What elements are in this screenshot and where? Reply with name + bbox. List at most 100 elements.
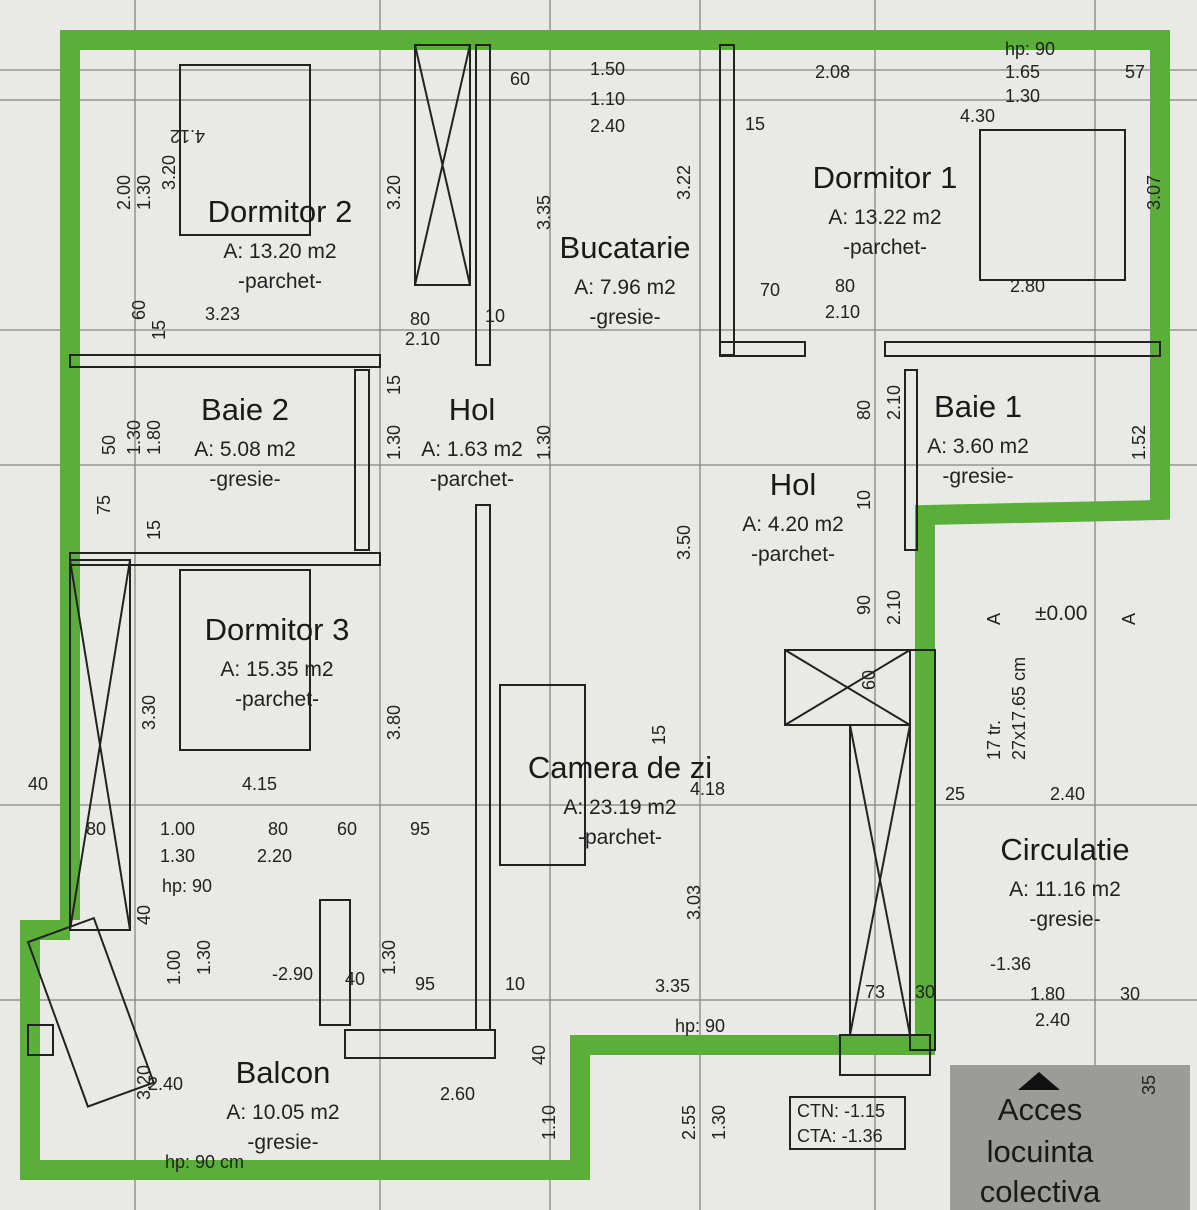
room-label: Baie 2 A: 5.08 m2 -gresie- <box>194 392 296 491</box>
dimension-label: 3.22 <box>674 165 694 200</box>
dimension-label: A <box>1119 613 1139 625</box>
access-line-2: locuinta <box>987 1134 1095 1169</box>
level-box: CTN: -1.15 CTA: -1.36 <box>789 1096 906 1150</box>
dimension-label: 2.55 <box>679 1105 699 1140</box>
dimension-label: 90 <box>854 595 874 615</box>
room-name: Hol <box>449 392 496 427</box>
dimension-label: 1.30 <box>709 1105 729 1140</box>
dimension-label: 3.07 <box>1144 175 1164 210</box>
dimension-label: 1.65 <box>1005 62 1040 82</box>
entrance-level: ±0.00 <box>1035 602 1087 625</box>
dimension-label: 60 <box>337 819 357 839</box>
room-floor: -gresie- <box>589 306 660 329</box>
dimension-label: 30 <box>915 982 935 1002</box>
dimension-label: 15 <box>649 725 669 745</box>
dimension-label: 30 <box>1120 984 1140 1004</box>
access-arrow-icon <box>1018 1072 1060 1090</box>
dimension-label: 2.40 <box>1035 1010 1070 1030</box>
room-area: A: 5.08 m2 <box>194 438 296 461</box>
exterior-walls <box>20 30 1170 1180</box>
dimension-label: 80 <box>268 819 288 839</box>
access-label: Acces locuinta colectiva <box>980 1092 1101 1209</box>
room-floor: -parchet- <box>430 468 514 491</box>
dimension-label: 1.30 <box>534 425 554 460</box>
room-label: Dormitor 1A: 13.22 m2-parchet- <box>813 160 958 259</box>
room-floor: -gresie- <box>209 468 280 491</box>
room-label: Balcon A: 10.05 m2 -gresie- <box>226 1055 339 1154</box>
dimension-label: 4.15 <box>242 774 277 794</box>
dimension-label: 95 <box>415 974 435 994</box>
room-name: Hol <box>770 467 817 502</box>
access-line-3: colectiva <box>980 1174 1101 1209</box>
collective-access-area <box>950 1065 1190 1210</box>
dimension-label: 40 <box>28 774 48 794</box>
dimension-label: hp: 90 <box>162 876 212 896</box>
room-label: Baie 1A: 3.60 m2-gresie- <box>927 389 1029 488</box>
dimension-label: 10 <box>854 490 874 510</box>
dimension-label: hp: 90 <box>1005 39 1055 59</box>
dimension-label: 3.80 <box>384 705 404 740</box>
dimension-label: 17 tr. <box>984 720 1004 760</box>
dimension-label: 1.10 <box>539 1105 559 1140</box>
dimension-label: 3.20 <box>384 175 404 210</box>
dimension-label: 15 <box>745 114 765 134</box>
room-name: Dormitor 2 <box>208 194 353 229</box>
room-name: Camera de zi <box>528 750 712 785</box>
room-area: A: 7.96 m2 <box>574 276 676 299</box>
dimension-label: 80 <box>86 819 106 839</box>
dimension-label: 1.00 <box>164 950 184 985</box>
dimension-label: 1.30 <box>134 175 154 210</box>
dimension-label: 15 <box>384 375 404 395</box>
dimension-label: 4.18 <box>690 779 725 799</box>
dimension-label: 1.30 <box>379 940 399 975</box>
dimension-label: 1.80 <box>144 420 164 455</box>
dimension-label: 2.08 <box>815 62 850 82</box>
dimension-label: 3.20 <box>134 1065 154 1100</box>
room-name: Balcon <box>236 1055 331 1090</box>
dimension-label: 35 <box>1139 1075 1159 1095</box>
room-floor: -gresie- <box>247 1131 318 1154</box>
dimension-label: hp: 90 <box>675 1016 725 1036</box>
dimension-label: 15 <box>149 320 169 340</box>
dimension-label: 27x17.65 cm <box>1009 657 1029 760</box>
dimension-label: 75 <box>94 495 114 515</box>
dimension-label: 1.52 <box>1129 425 1149 460</box>
room-floor: -parchet- <box>235 688 319 711</box>
dimension-label: 60 <box>510 69 530 89</box>
rooms: Dormitor 2A: 13.20 m2-parchet-BucatarieA… <box>194 160 1129 1154</box>
dimension-label: 2.60 <box>440 1084 475 1104</box>
dimension-label: 95 <box>410 819 430 839</box>
room-area: A: 15.35 m2 <box>220 658 333 681</box>
balcony-note: hp: 90 cm <box>165 1152 244 1172</box>
dimension-label: 4.12 <box>170 126 205 146</box>
dimension-label: 3.03 <box>684 885 704 920</box>
dimension-label: 2.10 <box>884 385 904 420</box>
dimension-label: 70 <box>760 280 780 300</box>
room-area: A: 10.05 m2 <box>226 1101 339 1124</box>
room-area: A: 13.22 m2 <box>828 206 941 229</box>
dimension-label: 73 <box>865 982 885 1002</box>
dimension-label: 15 <box>144 520 164 540</box>
dimension-label: 2.40 <box>1050 784 1085 804</box>
room-name: Circulatie <box>1000 832 1129 867</box>
dimension-label: 10 <box>505 974 525 994</box>
interior-walls <box>26 44 1161 1108</box>
dimension-label: 1.80 <box>1030 984 1065 1004</box>
room-area: A: 4.20 m2 <box>742 513 844 536</box>
dimension-label: 2.10 <box>884 590 904 625</box>
room-name: Baie 2 <box>201 392 289 427</box>
dimension-label: 4.30 <box>960 106 995 126</box>
dimension-label: A <box>984 613 1004 625</box>
dimension-label: 2.00 <box>114 175 134 210</box>
ctn-level: CTN: -1.15 <box>797 1101 885 1121</box>
dimension-label: 3.35 <box>655 976 690 996</box>
dimension-label: -1.36 <box>990 954 1031 974</box>
access-line-1: Acces <box>998 1092 1082 1127</box>
